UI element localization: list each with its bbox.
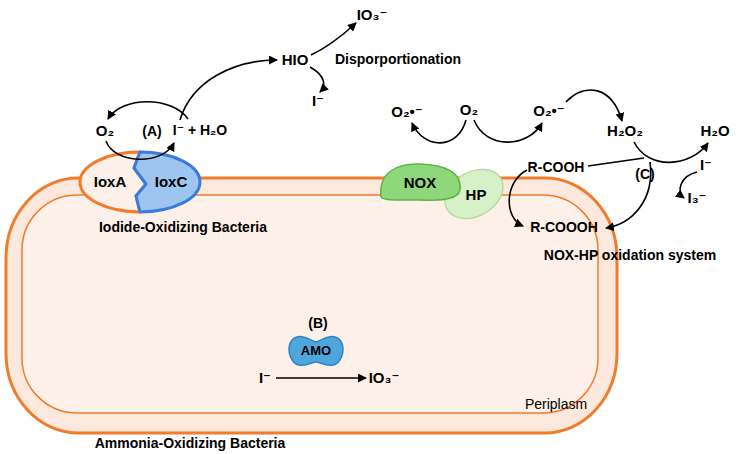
reaction-arrow (108, 102, 188, 119)
reaction-arrow (412, 120, 466, 143)
inner-membrane: Iodide-Oxidizing Bacteria (21, 194, 599, 415)
callout-letter: (C) (635, 167, 654, 182)
reaction-arrow (566, 90, 622, 121)
reaction-arrow (634, 142, 708, 162)
enzyme-subunit-fill (134, 152, 200, 212)
enzyme-shape-fill (289, 337, 343, 366)
chemical-species: HIO (282, 52, 309, 69)
enzyme-subunit: IoxC (130, 149, 206, 215)
chemical-species: I₃⁻ (687, 190, 706, 207)
node-label: NOX (404, 175, 437, 192)
node-label: AMO (301, 344, 331, 358)
node-label: Ammonia-Oxidizing Bacteria (95, 436, 286, 451)
bacterial-cell-fill (6, 178, 617, 433)
enzyme-shape-fill (436, 159, 512, 228)
chemical-species: O₂•⁻ (533, 103, 565, 120)
reaction-line (588, 158, 644, 166)
chemical-species: R-COOH (528, 160, 585, 175)
reaction-arrow (311, 23, 356, 55)
caption-text: NOX-HP oxidation system (544, 248, 716, 263)
process-label: Disporportionation (335, 52, 461, 67)
chemical-species: I⁻ (259, 370, 271, 387)
chemical-species: IO₃⁻ (369, 370, 400, 387)
chemical-species: O₂•⁻ (391, 104, 423, 121)
chemical-species: O₂ (96, 123, 114, 140)
chemical-species: R-COOOH (530, 220, 598, 235)
reaction-arrow (310, 67, 324, 92)
reaction-arrow (180, 60, 277, 120)
callout-letter: (B) (308, 316, 327, 331)
node-label: HP (466, 187, 487, 204)
enzyme-shape-fill (381, 164, 460, 200)
callout-letter: (A) (142, 124, 161, 139)
region-label: Periplasm (525, 397, 587, 412)
chemical-species: H₂O₂ (607, 123, 643, 140)
chemical-species: I⁻ + H₂O (173, 123, 227, 138)
reaction-arrow (474, 120, 542, 142)
enzyme-shape: NOX (376, 160, 466, 204)
chemical-species: I⁻ (700, 157, 712, 174)
bacterial-cell: Ammonia-Oxidizing BacteriaIodide-Oxidizi… (4, 176, 619, 435)
chemical-species: IO₃⁻ (357, 7, 388, 24)
chemical-species: O₂ (460, 102, 478, 119)
node-label: IoxA (94, 174, 127, 191)
node-label: Iodide-Oxidizing Bacteria (99, 220, 267, 235)
chemical-species: H₂O (700, 123, 729, 140)
chemical-species: I⁻ (312, 93, 324, 110)
enzyme-shape: AMO (284, 328, 348, 372)
node-label: IoxC (155, 174, 188, 191)
inner-membrane-fill (22, 195, 598, 413)
